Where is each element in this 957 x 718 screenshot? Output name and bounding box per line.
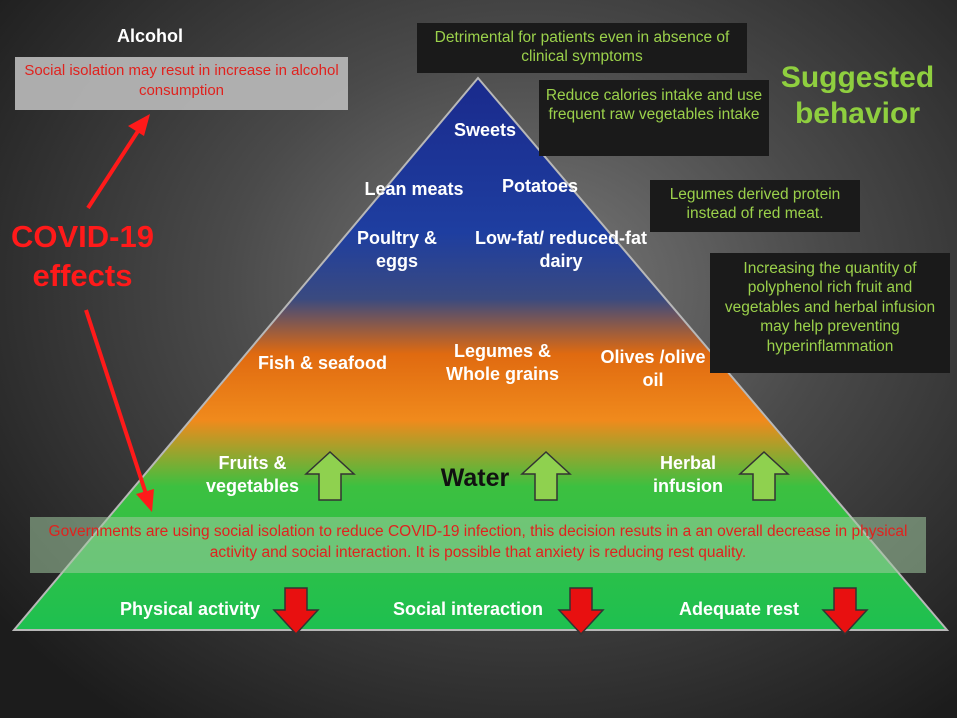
arrow-to-alcohol-line	[86, 126, 142, 210]
label-sweets: Sweets	[453, 120, 517, 140]
up-arrow-icon	[738, 450, 790, 501]
label-herbal-infusion: Herbal infusion	[653, 453, 723, 497]
label-olives: Olives /olive oil	[600, 347, 706, 391]
down-arrow-icon	[272, 587, 320, 636]
suggested-behavior-title: Suggested behavior	[780, 61, 935, 130]
alcohol-title: Alcohol	[117, 26, 183, 46]
label-water: Water	[440, 464, 510, 492]
label-fruits-vegetables: Fruits & vegetables	[205, 453, 300, 497]
up-arrow-icon	[520, 450, 572, 501]
government-note: Governments are using social isolation t…	[30, 517, 926, 573]
label-fish-seafood: Fish & seafood	[257, 353, 387, 373]
label-physical-activity: Physical activity	[119, 599, 261, 619]
label-low-fat-dairy: Low-fat/ reduced-fat dairy	[474, 228, 647, 272]
label-poultry-eggs: Poultry & eggs	[356, 228, 437, 272]
suggestion-box-4: Increasing the quantity of polyphenol ri…	[710, 253, 950, 373]
label-adequate-rest: Adequate rest	[678, 599, 800, 619]
arrow-to-government-head	[136, 489, 154, 512]
label-social-interaction: Social interaction	[392, 599, 544, 619]
arrow-to-alcohol-head	[128, 114, 150, 136]
suggestion-box-2: Reduce calories intake and use frequent …	[539, 80, 769, 156]
label-lean-meats: Lean meats	[364, 179, 464, 199]
arrow-to-government-line	[84, 309, 148, 495]
covid-effects-label: COVID-19 effects	[11, 219, 154, 293]
label-legumes-grains: Legumes & Whole grains	[445, 341, 559, 385]
label-potatoes: Potatoes	[501, 176, 579, 196]
up-arrow-icon	[304, 450, 356, 501]
alcohol-note: Social isolation may resut in increase i…	[15, 57, 348, 110]
suggestion-box-3: Legumes derived protein instead of red m…	[650, 180, 860, 232]
suggestion-box-1: Detrimental for patients even in absence…	[417, 23, 747, 73]
down-arrow-icon	[821, 587, 869, 636]
down-arrow-icon	[557, 587, 605, 636]
